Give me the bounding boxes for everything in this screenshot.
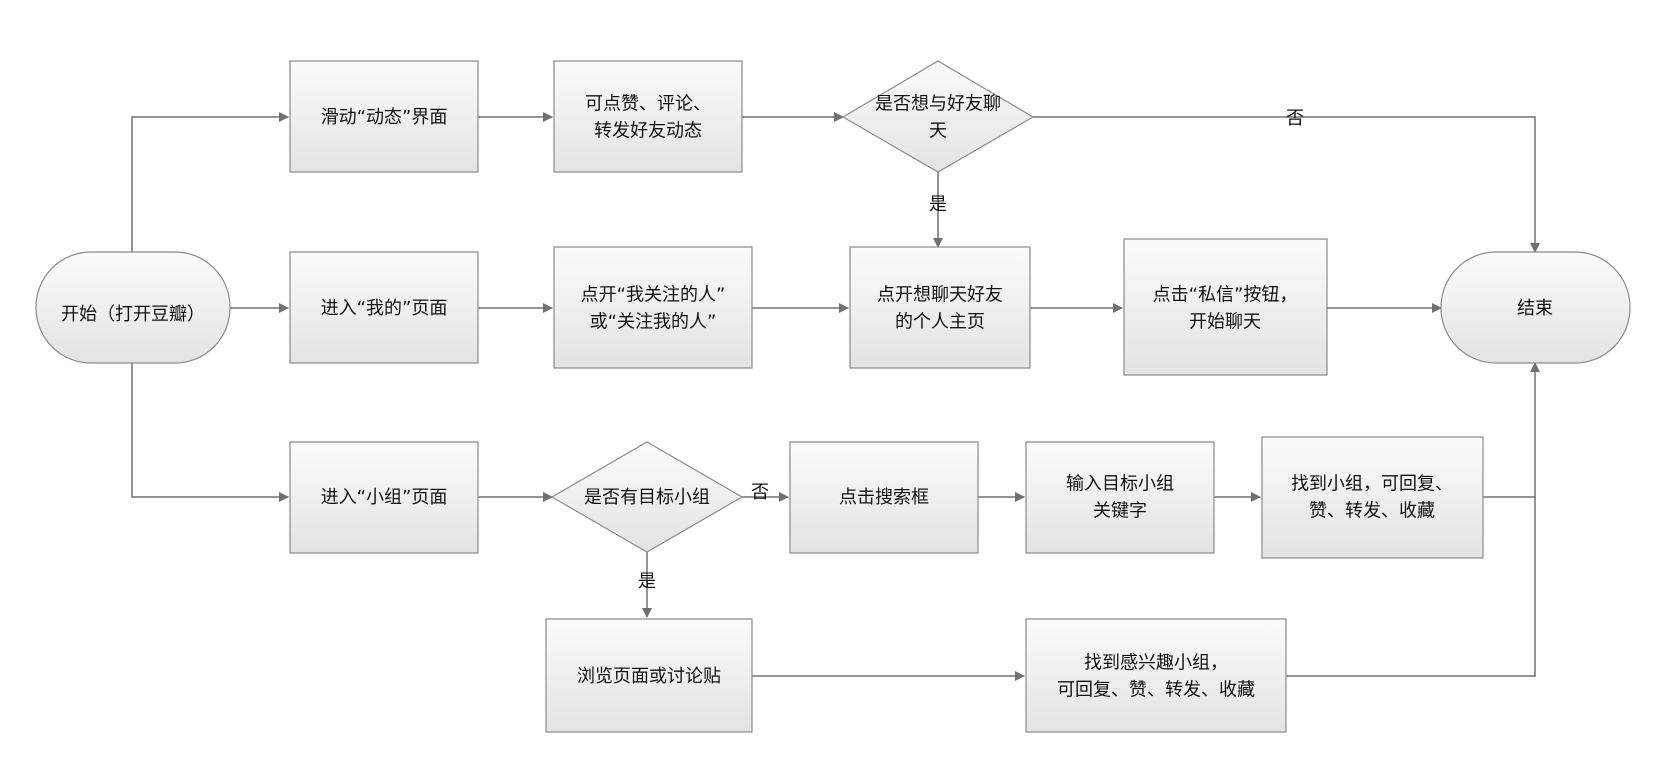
node-label: 找到小组，可回复、赞、转发、收藏 — [1291, 474, 1453, 522]
node-label: 进入“我的”页面 — [321, 298, 448, 319]
found-interest-box: 找到感兴趣小组， 可回复、赞、转发、收藏 — [1025, 618, 1287, 733]
node-label-line: 转发好友动态 — [594, 121, 702, 142]
node-label-line: 滑动“动态”界面 — [321, 107, 448, 128]
node-label: 点击“私信”按钮， 开始聊天 — [1153, 285, 1298, 333]
node-label-line: 天 — [929, 121, 947, 142]
node-label-line: 赞、转发、收藏 — [1309, 501, 1435, 522]
start-terminal: 开始（打开豆瓣） — [35, 251, 231, 364]
node-label: 开始（打开豆瓣） — [61, 304, 205, 325]
node-label: 浏览页面或讨论贴 — [577, 666, 721, 687]
node-label: 结束 — [1517, 298, 1553, 319]
node-label-line: 是否想与好友聊 — [875, 94, 1001, 115]
edge-interest-to-end — [1286, 497, 1536, 677]
input-keyword-box: 输入目标小组关键字 — [1025, 441, 1215, 554]
node-label-line: 浏览页面或讨论贴 — [577, 666, 721, 687]
edge-found-to-end — [1483, 362, 1540, 498]
node-label-line: 开始（打开豆瓣） — [61, 304, 205, 325]
enter-group-box: 进入“小组”页面 — [289, 441, 479, 554]
node-label-line: 结束 — [1517, 298, 1553, 319]
has-target-decision: 是否有目标小组 — [550, 441, 744, 553]
edge-labels: 否 是 否 是 — [638, 108, 1304, 592]
node-label-line: 可回复、赞、转发、收藏 — [1057, 680, 1255, 701]
edge-want-chat-no-to-end — [1033, 116, 1540, 253]
node-label: 是否有目标小组 — [584, 487, 710, 508]
edge-label-has-target-yes: 是 — [638, 571, 656, 592]
node-label: 进入“小组”页面 — [321, 487, 448, 508]
want-chat-decision: 是否想与好友聊天 — [841, 60, 1035, 173]
node-label-line: 点开“我关注的人” — [581, 285, 726, 306]
node-label-line: 的个人主页 — [895, 312, 985, 333]
edge-label-has-target-no: 否 — [751, 482, 769, 503]
open-follow-box: 点开“我关注的人” 或“关注我的人” — [553, 246, 753, 369]
node-label-line: 输入目标小组 — [1066, 474, 1174, 495]
enter-mine-box: 进入“我的”页面 — [289, 251, 479, 364]
node-label: 点开“我关注的人” 或“关注我的人” — [581, 285, 726, 333]
node-label: 滑动“动态”界面 — [321, 107, 448, 128]
edge-start-to-enter-group — [131, 363, 289, 502]
node-label-line: 点开想聊天好友 — [877, 285, 1003, 306]
node-label-line: 点击搜索框 — [839, 487, 929, 508]
node-label: 点开想聊天好友的个人主页 — [877, 285, 1003, 333]
node-label-line: 关键字 — [1093, 501, 1147, 522]
node-label: 是否想与好友聊天 — [875, 94, 1001, 142]
node-label-line: 或“关注我的人” — [590, 312, 717, 333]
node-label-line: 是否有目标小组 — [584, 487, 710, 508]
open-profile-box: 点开想聊天好友的个人主页 — [849, 246, 1031, 369]
edge-label-want-chat-no: 否 — [1286, 108, 1304, 129]
node-label-line: 可点赞、评论、 — [585, 94, 711, 115]
node-label-line: 进入“小组”页面 — [321, 487, 448, 508]
click-search-box: 点击搜索框 — [789, 441, 979, 554]
edge-start-to-slide-feed — [131, 112, 289, 252]
node-label-line: 找到感兴趣小组， — [1084, 653, 1228, 674]
node-label: 可点赞、评论、转发好友动态 — [585, 94, 711, 142]
node-label: 输入目标小组关键字 — [1066, 474, 1174, 522]
node-label: 点击搜索框 — [839, 487, 929, 508]
node-label-line: 进入“我的”页面 — [321, 298, 448, 319]
end-terminal: 结束 — [1440, 251, 1631, 364]
like-comment-box: 可点赞、评论、转发好友动态 — [553, 60, 743, 173]
node-label-line: 点击“私信”按钮， — [1153, 285, 1298, 306]
nodes: 开始（打开豆瓣） 结束 滑动“动态”界面 可点赞、评论、转发好友动态 是否想与好… — [35, 60, 1631, 733]
node-label-line: 开始聊天 — [1189, 312, 1261, 333]
browse-box: 浏览页面或讨论贴 — [545, 618, 753, 733]
click-dm-box: 点击“私信”按钮， 开始聊天 — [1123, 238, 1328, 376]
slide-feed-box: 滑动“动态”界面 — [289, 60, 479, 173]
connectors — [131, 112, 1540, 681]
node-label-line: 找到小组，可回复、 — [1291, 474, 1453, 495]
node-label: 找到感兴趣小组， 可回复、赞、转发、收藏 — [1057, 653, 1255, 701]
edge-label-want-chat-yes: 是 — [929, 194, 947, 215]
found-group-box: 找到小组，可回复、赞、转发、收藏 — [1261, 436, 1484, 559]
